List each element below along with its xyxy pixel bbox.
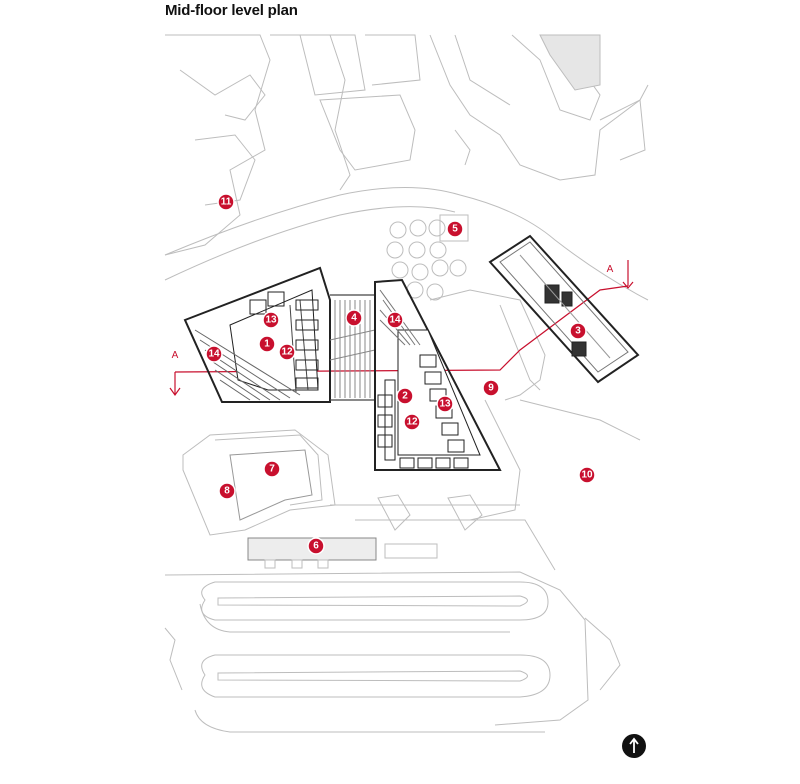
section-label-a-left: A	[172, 350, 179, 361]
marker-8: 8	[218, 482, 236, 500]
marker-13-west: 13	[262, 311, 280, 329]
marker-9: 9	[482, 379, 500, 397]
svg-text:3: 3	[575, 326, 581, 337]
context-linework	[164, 34, 649, 733]
marker-1: 1	[258, 335, 276, 353]
svg-text:1: 1	[264, 339, 270, 350]
svg-text:14: 14	[389, 315, 401, 326]
marker-6: 6	[307, 537, 325, 555]
marker-3: 3	[569, 322, 587, 340]
plan-markers: 1 2 3 4 5 6 7 8 9 10 11 12 12 13 13 14 1…	[205, 193, 596, 555]
svg-text:9: 9	[488, 383, 494, 394]
building-west-wing	[183, 266, 331, 403]
svg-text:5: 5	[452, 224, 458, 235]
svg-text:4: 4	[351, 313, 357, 324]
svg-text:13: 13	[439, 399, 451, 410]
svg-text:12: 12	[281, 347, 293, 358]
marker-13-east: 13	[436, 395, 454, 413]
marker-5: 5	[446, 220, 464, 238]
marker-2: 2	[396, 387, 414, 405]
marker-12-west: 12	[278, 343, 296, 361]
svg-text:12: 12	[406, 417, 418, 428]
svg-text:7: 7	[269, 464, 275, 475]
page-title: Mid-floor level plan	[165, 2, 298, 19]
marker-14-east: 14	[386, 311, 404, 329]
svg-text:6: 6	[313, 541, 319, 552]
svg-text:13: 13	[265, 315, 277, 326]
svg-text:8: 8	[224, 486, 230, 497]
section-line	[169, 260, 634, 397]
svg-text:2: 2	[402, 391, 408, 402]
north-arrow-icon	[622, 734, 646, 758]
marker-11: 11	[217, 193, 235, 211]
marker-12-east: 12	[403, 413, 421, 431]
marker-10: 10	[578, 466, 596, 484]
building-east-wing	[374, 278, 502, 471]
marker-14-west: 14	[205, 345, 223, 363]
marker-7: 7	[263, 460, 281, 478]
svg-text:10: 10	[581, 470, 593, 481]
building-tower	[488, 234, 640, 384]
svg-text:14: 14	[208, 349, 220, 360]
marker-4: 4	[345, 309, 363, 327]
svg-text:11: 11	[221, 197, 232, 208]
section-label-a-right: A	[607, 264, 614, 275]
